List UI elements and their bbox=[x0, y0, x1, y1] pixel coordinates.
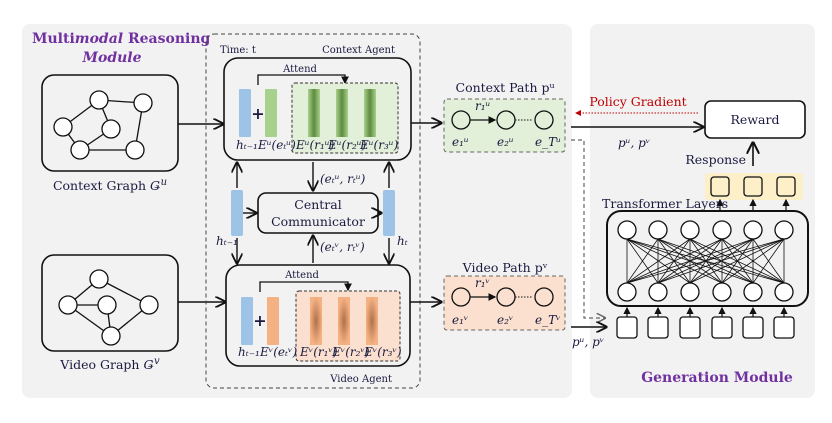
connection-line bbox=[752, 238, 785, 284]
svg-text:e_Tᵘ: e_Tᵘ bbox=[535, 135, 561, 149]
neuron-bottom bbox=[617, 282, 637, 302]
time-label: Time: t bbox=[220, 45, 256, 56]
connection-line bbox=[721, 238, 785, 284]
neuron-bottom bbox=[743, 282, 763, 302]
neuron-top bbox=[680, 220, 700, 240]
input-token bbox=[679, 316, 701, 339]
connection-line bbox=[626, 238, 754, 284]
svg-text:Eᵛ(r₃ᵛ): Eᵛ(r₃ᵛ) bbox=[363, 345, 402, 359]
svg-text:r₁ᵛ: r₁ᵛ bbox=[475, 276, 490, 290]
video-graph-label: Video Graph Ǥv bbox=[59, 356, 160, 372]
svg-text:hₜ: hₜ bbox=[397, 234, 408, 248]
svg-text:hₜ₋₁: hₜ₋₁ bbox=[236, 138, 258, 152]
svg-text:Eᵘ(eₜᵘ): Eᵘ(eₜᵘ) bbox=[257, 138, 296, 152]
transformer-label: Transformer Layers bbox=[602, 196, 728, 211]
connection-line bbox=[626, 238, 723, 284]
reasoning-module-title-line2: Module bbox=[81, 50, 141, 66]
agents-frame bbox=[205, 33, 421, 389]
reasoning-module-title: Multimodal Reasoning bbox=[32, 31, 211, 47]
attend-label: Attend bbox=[282, 64, 317, 75]
svg-text:e₁ᵛ: e₁ᵛ bbox=[452, 313, 468, 327]
neuron-top bbox=[743, 220, 763, 240]
context-message: (eₜᵘ, rₜᵘ) bbox=[320, 172, 366, 186]
neuron-bottom bbox=[680, 282, 700, 302]
output-token bbox=[710, 176, 730, 197]
paths-label-top: pᵘ, pᵛ bbox=[618, 136, 650, 150]
neuron-bottom bbox=[712, 282, 732, 302]
hidden-state-left bbox=[231, 190, 243, 236]
neuron-top bbox=[774, 220, 794, 240]
svg-text:Eᵘ(r₃ᵘ): Eᵘ(r₃ᵘ) bbox=[359, 138, 399, 152]
video-graph bbox=[41, 254, 179, 352]
policy-gradient-label: Policy Gradient bbox=[589, 94, 686, 109]
connection-line bbox=[689, 238, 785, 284]
svg-text:hₜ₋₁: hₜ₋₁ bbox=[238, 345, 260, 359]
svg-text:Eᵛ(eₜᵛ): Eᵛ(eₜᵛ) bbox=[259, 345, 297, 359]
video-path-title: Video Path pᵛ bbox=[462, 260, 548, 275]
attend-label-video: Attend bbox=[284, 270, 319, 281]
output-token-group bbox=[710, 176, 796, 211]
hidden-state-right bbox=[383, 190, 395, 236]
input-token bbox=[773, 316, 795, 339]
entity-embed-bar bbox=[265, 89, 277, 137]
video-path bbox=[443, 275, 566, 331]
paths-label-bottom: pᵘ, pᵛ bbox=[572, 335, 604, 349]
svg-text:e₁ᵘ: e₁ᵘ bbox=[452, 135, 469, 149]
input-token bbox=[616, 316, 638, 339]
svg-text:Reward: Reward bbox=[731, 112, 780, 127]
svg-text:Eᵘ(r₂ᵘ): Eᵘ(r₂ᵘ) bbox=[327, 138, 367, 152]
input-token bbox=[742, 316, 764, 339]
neuron-top bbox=[617, 220, 637, 240]
input-token bbox=[711, 316, 733, 339]
video-agent-label: Video Agent bbox=[329, 374, 392, 385]
svg-text:Central: Central bbox=[294, 197, 341, 212]
context-agent: Attend + hₜ₋₁ Eᵘ(eₜᵘ) Eᵘ(r₁ᵘ) Eᵘ(r₂ᵘ) Eᵘ… bbox=[223, 57, 412, 161]
connection-line bbox=[657, 238, 785, 284]
video-agent: Attend + hₜ₋₁ Eᵛ(eₜᵛ) Eᵛ(r₁ᵛ) Eᵛ(r₂ᵛ) Eᵛ… bbox=[225, 264, 411, 367]
context-agent-label: Context Agent bbox=[322, 45, 395, 56]
svg-text:e₂ᵛ: e₂ᵛ bbox=[497, 313, 513, 327]
svg-text:Eᵛ(r₂ᵛ): Eᵛ(r₂ᵛ) bbox=[331, 345, 370, 359]
context-path-title: Context Path pᵘ bbox=[456, 80, 555, 95]
svg-text:Communicator: Communicator bbox=[271, 214, 365, 229]
neuron-top bbox=[648, 220, 668, 240]
output-token bbox=[776, 176, 796, 197]
reward-box bbox=[704, 100, 806, 139]
context-graph bbox=[41, 74, 179, 172]
svg-text:r₁ᵘ: r₁ᵘ bbox=[475, 99, 491, 113]
context-path bbox=[443, 98, 566, 153]
svg-text:Eᵛ(r₁ᵛ): Eᵛ(r₁ᵛ) bbox=[299, 345, 338, 359]
input-token bbox=[647, 316, 669, 339]
svg-text:hₜ₋₁: hₜ₋₁ bbox=[216, 234, 238, 248]
connection-line bbox=[626, 238, 785, 284]
connection-line bbox=[626, 238, 659, 284]
connection-line bbox=[626, 238, 691, 284]
video-message: (eₜᵛ, rₜᵛ) bbox=[320, 240, 365, 254]
neuron-bottom bbox=[774, 282, 794, 302]
neuron-bottom bbox=[648, 282, 668, 302]
output-token bbox=[743, 176, 763, 197]
svg-text:Eᵘ(r₁ᵘ): Eᵘ(r₁ᵘ) bbox=[295, 138, 335, 152]
svg-text:e_Tᵛ: e_Tᵛ bbox=[535, 313, 561, 327]
response-label: Response bbox=[685, 152, 746, 167]
svg-text:e₂ᵘ: e₂ᵘ bbox=[497, 135, 514, 149]
context-graph-label: Context Graph Ǥu bbox=[53, 177, 167, 193]
neuron-top bbox=[712, 220, 732, 240]
transformer-box bbox=[606, 210, 809, 307]
transformer-network bbox=[616, 220, 795, 339]
svg-text:+: + bbox=[253, 311, 266, 330]
hidden-state-bar bbox=[239, 89, 251, 137]
generation-module-title: Generation Module bbox=[641, 370, 793, 386]
svg-text:+: + bbox=[251, 104, 264, 123]
